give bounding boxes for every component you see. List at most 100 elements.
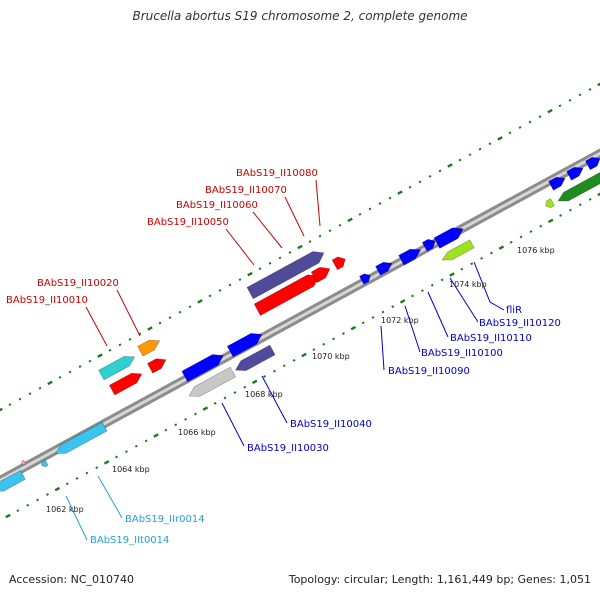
outer-tick [168,316,172,320]
outer-tick [208,294,212,298]
outer-tick [597,82,600,87]
inner-tick [361,321,365,325]
outer-tick [388,196,392,200]
gene-label-10060: BAbS19_II10060 [176,200,258,211]
inner-tick [460,267,464,271]
gene-cyan-arrow [98,356,136,381]
gene-blue-arrow [433,227,464,249]
outer-tick [158,321,162,325]
gene-label-10110: BAbS19_II10110 [450,333,532,344]
outer-tick [18,397,22,401]
inner-tick [342,332,345,335]
inner-tick [391,305,395,309]
leader-10050 [225,228,255,266]
outer-tick [88,359,92,363]
outer-tick [547,108,553,114]
gene-label-r0014: BAbS19_IIr0014 [125,514,205,525]
inner-tick [539,224,543,228]
gene-lime-small-arrow [545,198,555,209]
gene-label-10120: BAbS19_II10120 [479,318,561,329]
inner-tick [5,513,11,519]
outer-tick [328,229,332,233]
inner-tick [312,348,316,352]
gene-lightblue-arrow [0,470,26,492]
gene-red-arrow [331,256,346,271]
gene-label-10040: BAbS19_II10040 [290,419,372,430]
gene-lime-arrow [441,239,475,261]
outer-tick [347,217,353,223]
gene-blue-arrow [548,176,566,191]
inner-tick [85,471,89,475]
leader-10090 [380,325,385,371]
outer-tick [97,353,103,358]
outer-tick [218,289,222,292]
inner-tick [164,428,168,432]
inner-tick [115,455,118,459]
outer-tick [147,326,153,331]
gene-blue-arrow [226,333,263,358]
gene-small-arrow [41,459,49,468]
inner-tick [251,379,258,385]
inner-tick [350,325,357,331]
outer-tick [568,98,572,102]
gene-label-flir: fliR [506,305,522,316]
inner-tick [559,214,562,217]
leader-10080 [315,179,321,227]
outer-tick [318,234,322,238]
outer-tick [538,115,542,119]
outer-tick [28,392,32,396]
pos-label-1070: 1070 kbp [312,352,350,361]
genes [0,156,600,492]
leader-flir [473,261,505,311]
outer-tick [458,158,462,162]
accession-text: Accession: NC_010740 [9,573,135,586]
inner-tick [54,486,61,492]
gene-blue-arrow [181,354,224,383]
gene-blue-arrow [585,156,600,171]
outer-tick [197,299,203,304]
inner-tick [509,240,513,244]
outer-tick [68,370,72,374]
inner-tick [498,245,505,250]
gene-label-10080: BAbS19_II10080 [236,168,318,179]
gene-red-arrow [147,358,167,374]
inner-tick [282,364,286,368]
topology-summary: Topology: circular; Length: 1,161,449 bp… [288,573,591,586]
outer-tick [518,126,522,129]
inner-tick [36,498,40,502]
outer-tick [378,202,382,205]
inner-tick [223,396,227,400]
gene-label-10010: BAbS19_II10010 [6,295,88,306]
gene-blue-arrow [398,248,422,266]
inner-tick [144,439,148,443]
gene-label-10100: BAbS19_II10100 [421,348,503,359]
inner-tick [597,192,600,197]
inner-tick [480,256,484,260]
outer-tick [188,305,192,309]
leader-10110 [427,291,449,338]
tick-marks [0,82,600,519]
gene-red-arrow [310,266,331,284]
inner-tick [233,391,237,394]
inner-tick [440,278,444,282]
outer-tick [178,310,182,314]
outer-tick [468,153,472,157]
outer-tick [428,174,432,178]
outer-tick [438,169,442,173]
outer-tick [47,380,53,386]
outer-tick [288,251,292,254]
gene-grey-arrow [188,366,237,397]
gene-green-arrow [557,172,600,202]
outer-tick [238,278,242,282]
outer-tick [578,93,582,97]
outer-tick [58,375,62,379]
inner-tick [174,423,178,427]
gene-label-10030: BAbS19_II10030 [247,443,329,454]
outer-tick [528,120,532,124]
outer-tick [108,348,112,352]
leader-10030 [221,402,245,447]
inner-tick [272,369,276,373]
inner-tick [568,208,572,212]
gene-labels: BAbS19_II10080 BAbS19_II10070 BAbS19_II1… [6,168,561,546]
outer-tick [338,223,342,227]
